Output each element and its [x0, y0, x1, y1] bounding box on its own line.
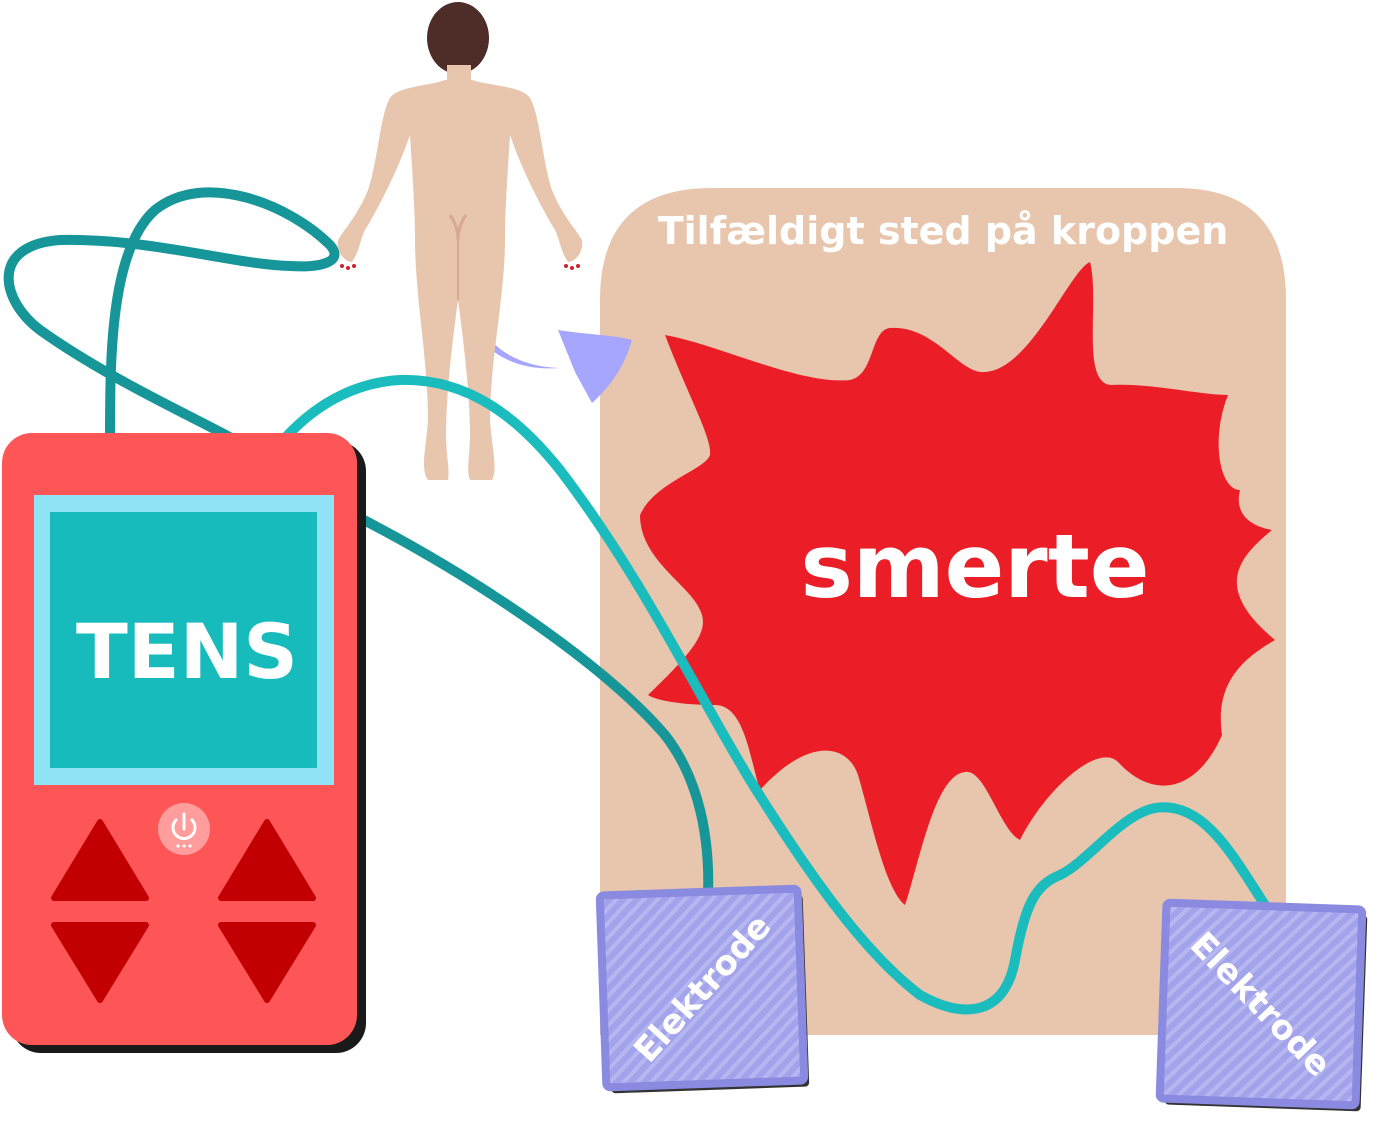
arrow-up-icon[interactable]: [51, 819, 149, 901]
arrow-up-icon[interactable]: [218, 819, 316, 901]
arrow-down-icon[interactable]: [218, 922, 316, 1003]
cable-dark-left-electrode: [355, 513, 714, 900]
power-icon[interactable]: [158, 803, 210, 855]
electrode-left: Elektrode: [595, 884, 810, 1094]
pain-burst: [640, 262, 1275, 905]
region-title: Tilfældigt sted på kroppen: [658, 209, 1229, 253]
pain-label: smerte: [801, 515, 1150, 618]
cable-dark-loop: [3, 187, 340, 445]
electrode-right: Elektrode: [1155, 898, 1368, 1112]
device-screen: [50, 512, 317, 768]
cables: [3, 187, 1270, 1015]
tens-device: TENS: [2, 433, 366, 1053]
device-label: TENS: [76, 607, 298, 696]
cable-light: [280, 374, 1270, 1015]
arrow-down-icon[interactable]: [51, 922, 149, 1003]
curved-arrow-icon: [463, 238, 632, 403]
human-body-icon: [337, 2, 583, 480]
